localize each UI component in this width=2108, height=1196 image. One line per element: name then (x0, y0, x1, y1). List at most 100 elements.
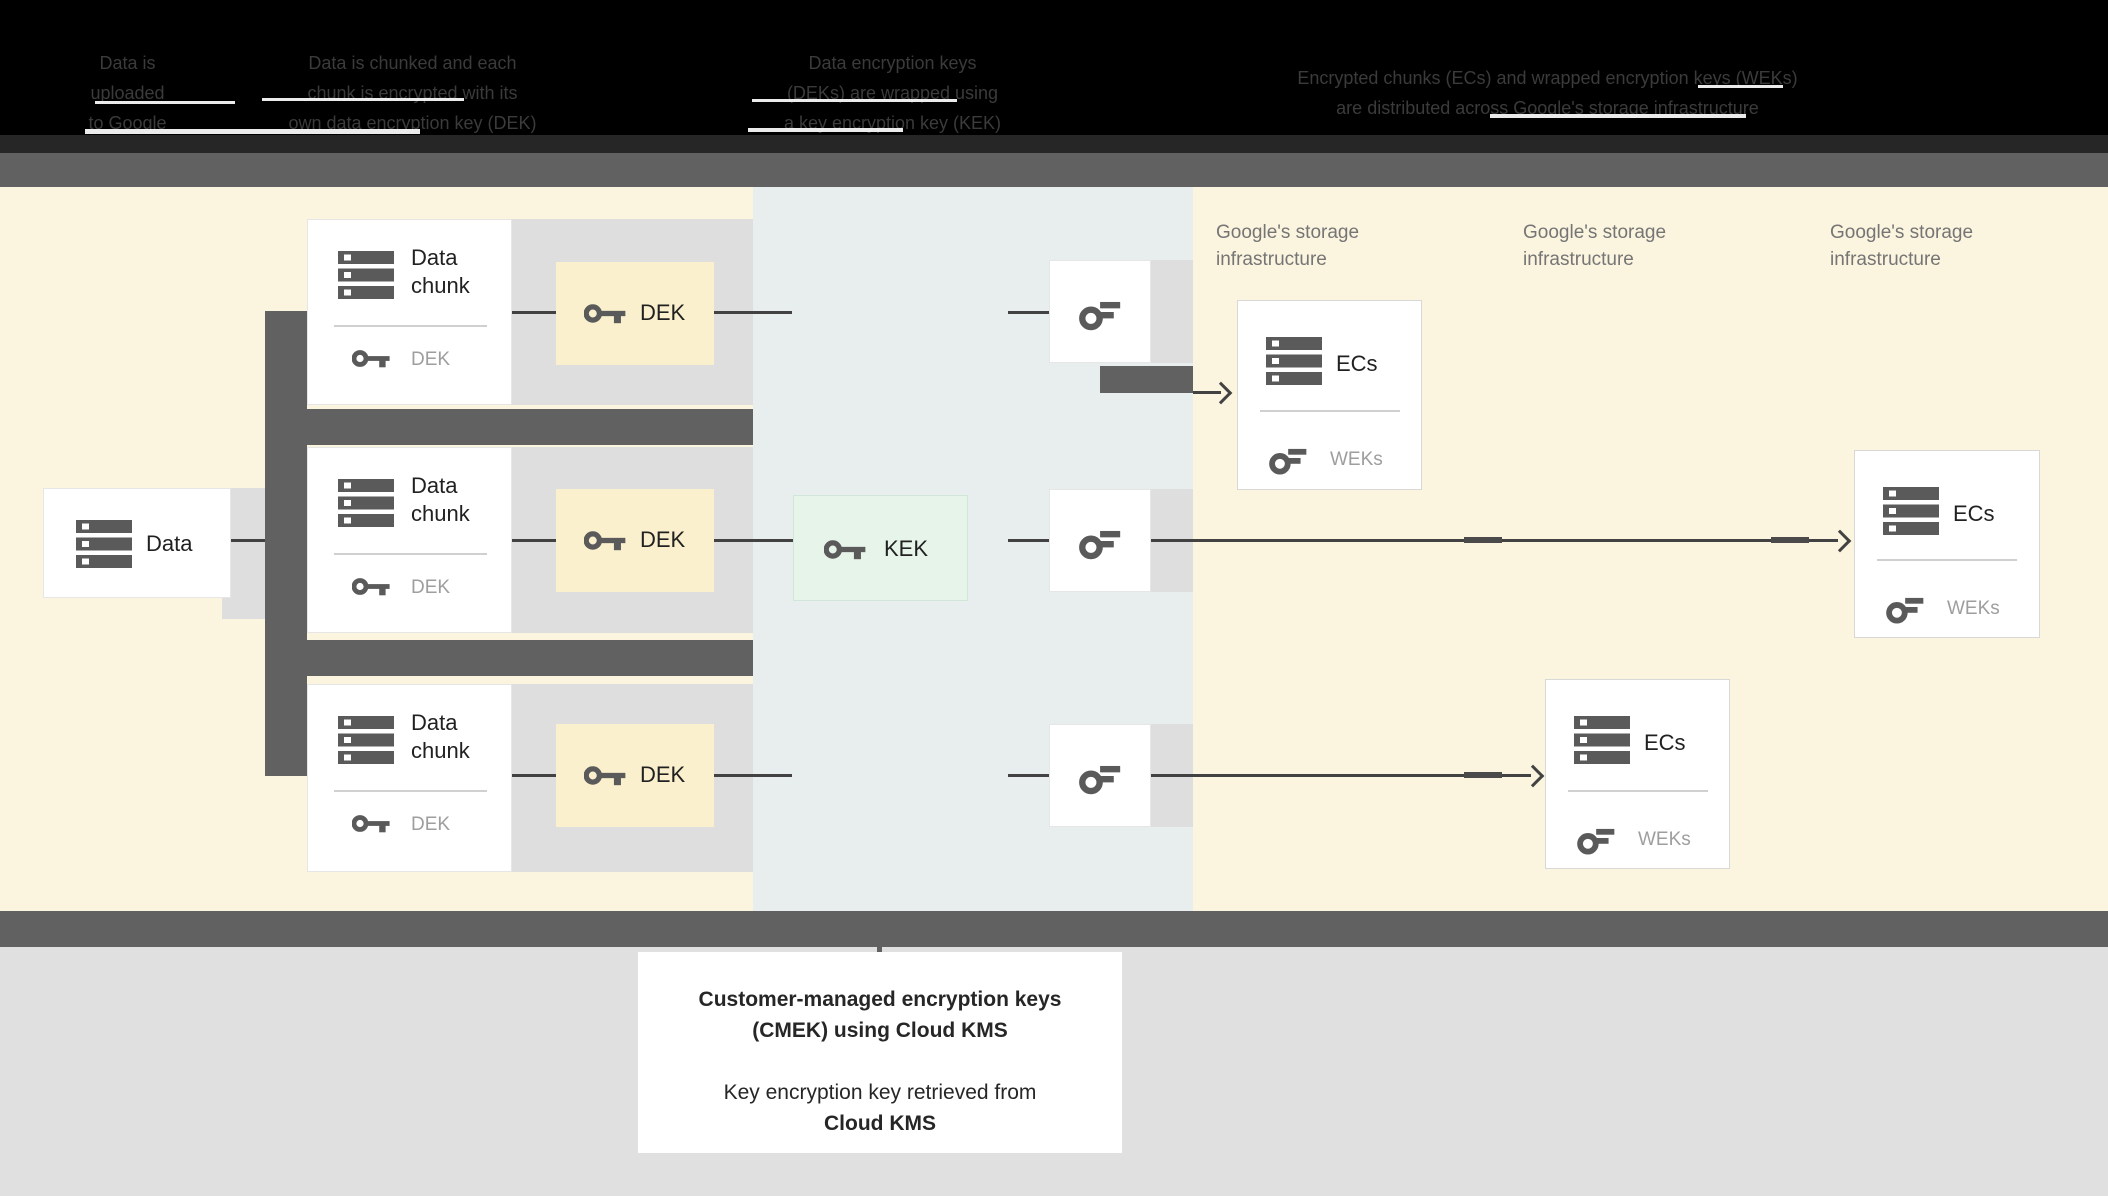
storage-label-line1: Google's storage (1523, 222, 1667, 243)
wrapped-key-icon (1079, 765, 1121, 795)
storage-stack-icon (1883, 487, 1939, 535)
header-line: chunk is encrypted with its (307, 83, 518, 103)
storage-label-line1: Google's storage (1830, 222, 1974, 243)
dek-out-line (714, 311, 792, 314)
arrow-head (1828, 529, 1852, 553)
key-icon (352, 578, 390, 596)
caption-title-line2: (CMEK) using Cloud KMS (752, 1019, 1008, 1042)
inter-row-band (306, 640, 753, 676)
data-chunk-box: Data chunk DEK (307, 219, 512, 405)
key-icon (824, 540, 866, 560)
dek-box-label: DEK (640, 527, 686, 552)
dek-box-label: DEK (640, 300, 686, 325)
header-line: a key encryption key (KEK) (783, 113, 1002, 133)
top-gray-band (0, 153, 2108, 187)
wrap-key-box (1049, 724, 1151, 827)
row1-thick-connector (1100, 366, 1193, 393)
footer-area: Customer-managed encryption keys (CMEK) … (0, 947, 2108, 1196)
header-underline (262, 98, 464, 101)
key-icon (584, 531, 626, 551)
header-line: uploaded (90, 83, 165, 103)
ec-weks-label: WEKs (1947, 598, 2000, 619)
chunk-label-line1: Data (411, 245, 458, 270)
arrow-line-overlap (1464, 537, 1502, 543)
inter-row-band (306, 409, 753, 445)
chunk-dek-label: DEK (411, 349, 451, 370)
arrow-line (1193, 391, 1221, 394)
ec-box-label: ECs (1953, 501, 1995, 526)
arrow-line (1151, 774, 1531, 777)
header-line: Encrypted chunks (ECs) and wrapped encry… (1297, 68, 1798, 88)
storage-stack-icon (338, 479, 394, 527)
dek-box-label: DEK (640, 762, 686, 787)
data-box-label: Data (146, 531, 193, 556)
wrapped-key-icon (1886, 597, 1924, 624)
chunk-divider (334, 790, 487, 792)
header-underline (1698, 85, 1783, 88)
caption-body-line2: Cloud KMS (824, 1112, 936, 1135)
header-caption-upload: Data is uploaded to Google (30, 48, 225, 138)
header-underline (85, 129, 420, 134)
data-chunk-box: Data chunk DEK (307, 447, 512, 633)
arrow-head (1209, 381, 1233, 405)
ec-box-label: ECs (1336, 351, 1378, 376)
header-underline (748, 128, 903, 132)
key-icon (352, 350, 390, 368)
wrap-key-box (1049, 489, 1151, 592)
caption-body-line1: Key encryption key retrieved from (723, 1081, 1037, 1104)
chunk-label-line2: chunk (411, 501, 470, 526)
header-line: Data is (99, 53, 156, 73)
chunk-label-line1: Data (411, 710, 458, 735)
arrow-line-overlap (1771, 537, 1809, 543)
header-band: Data is uploaded to Google Data is chunk… (0, 0, 2108, 135)
ec-box: ECs WEKs (1545, 679, 1730, 869)
ec-weks-label: WEKs (1638, 829, 1691, 850)
ec-box-label: ECs (1644, 730, 1686, 755)
ec-divider (1260, 410, 1400, 412)
data-to-trunk-line (229, 539, 265, 542)
chunk-label-line2: chunk (411, 273, 470, 298)
dek-to-kek-line (714, 539, 793, 542)
chunk-dek-label: DEK (411, 577, 451, 598)
key-box-shadow-rect (1151, 260, 1193, 363)
chunk-divider (334, 553, 487, 555)
header-line: Data is chunked and each (308, 53, 517, 73)
caption-title-line1: Customer-managed encryption keys (698, 988, 1062, 1011)
key-icon (352, 815, 390, 833)
header-underline (1490, 114, 1746, 118)
ec-divider (1877, 559, 2017, 561)
chunk-to-dek-line (512, 774, 556, 777)
data-box: Data (43, 488, 231, 598)
kek-box: KEK (793, 495, 968, 601)
wrapped-key-icon (1269, 448, 1307, 475)
storage-label-line2: infrastructure (1216, 249, 1327, 270)
trunk-bar (265, 311, 307, 776)
ec-divider (1568, 790, 1708, 792)
kek-box-label: KEK (884, 536, 929, 561)
ec-box: ECs WEKs (1237, 300, 1422, 490)
wrapped-key-icon (1577, 828, 1615, 855)
storage-label-line2: infrastructure (1830, 249, 1941, 270)
wrapped-key-icon (1079, 530, 1121, 560)
dek-box: DEK (556, 724, 714, 827)
header-line: (DEKs) are wrapped using (786, 83, 999, 103)
header-underline (95, 101, 235, 104)
dek-box: DEK (556, 489, 714, 592)
dek-box: DEK (556, 262, 714, 365)
arrow-line-overlap (1464, 772, 1502, 778)
header-underline (752, 99, 957, 102)
chunk-label-line1: Data (411, 473, 458, 498)
storage-stack-icon (76, 520, 132, 568)
arrow-head (1521, 764, 1545, 788)
chunk-dek-label: DEK (411, 814, 451, 835)
chunk-label-line2: chunk (411, 738, 470, 763)
diagram-canvas: Data Data chunk DEK DEK (0, 187, 2108, 911)
storage-label-line2: infrastructure (1523, 249, 1634, 270)
caption-box: Customer-managed encryption keys (CMEK) … (638, 952, 1122, 1153)
storage-stack-icon (338, 251, 394, 299)
chunk-divider (334, 325, 487, 327)
wrap-key-box (1049, 260, 1151, 363)
key-icon (584, 766, 626, 786)
key-icon (584, 304, 626, 324)
